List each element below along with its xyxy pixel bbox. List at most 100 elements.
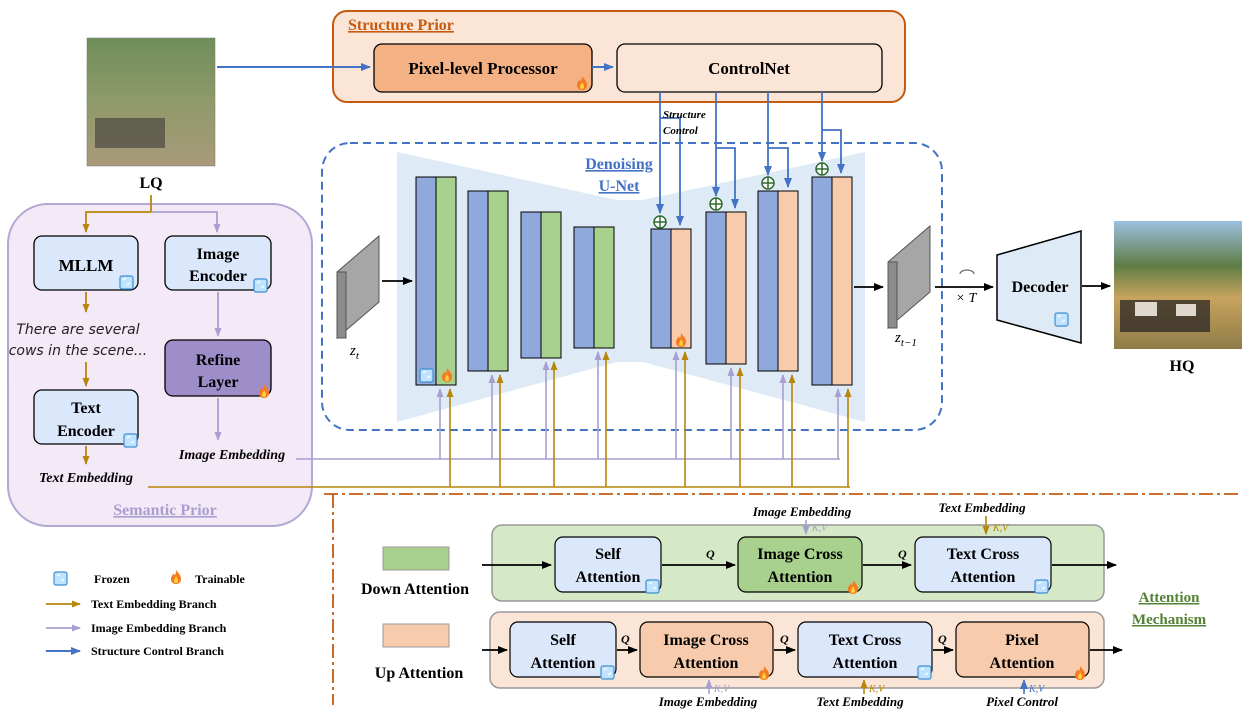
refine-layer-label-2: Layer xyxy=(198,374,239,391)
pixel-control-label: Pixel Control xyxy=(986,694,1058,709)
mllm-frozen-icon xyxy=(119,275,134,290)
down-block-2-blue xyxy=(467,190,489,372)
lq-label: LQ xyxy=(139,175,162,192)
up-image-kv-label: K,V xyxy=(713,684,731,695)
up-image-cross-label-1: Image Cross xyxy=(663,632,748,649)
structure-control-arrows xyxy=(656,92,845,226)
text-encoder-label-2: Encoder xyxy=(57,423,115,440)
text-encoder-label-1: Text xyxy=(71,400,101,417)
down-block-4-green xyxy=(593,226,615,349)
up-pixel-attention-box xyxy=(955,621,1090,678)
down-image-cross-label-2: Attention xyxy=(768,569,833,586)
loop-label: × T xyxy=(956,291,978,306)
up-text-embedding-label: Text Embedding xyxy=(816,694,904,709)
image-encoder-box xyxy=(164,235,272,291)
down-text-cross-attention-box xyxy=(914,536,1052,593)
zt-1-label: zt−1 xyxy=(894,330,917,349)
controlnet-label: ControlNet xyxy=(708,59,790,78)
legend-image-branch-label: Image Embedding Branch xyxy=(91,621,227,635)
up-q-label-2: Q xyxy=(780,632,789,646)
up-block-2-peach xyxy=(725,211,747,365)
up-pixel-kv-label: K,V xyxy=(1028,684,1046,695)
down-self-attention-label-2: Attention xyxy=(576,569,641,586)
legend-frozen-icon xyxy=(53,571,68,586)
text-encoder-frozen-icon xyxy=(123,433,138,448)
image-embedding-label: Image Embedding xyxy=(178,448,285,463)
up-image-embedding-label: Image Embedding xyxy=(658,694,758,709)
up-text-cross-frozen-icon xyxy=(917,665,932,680)
up-text-kv-label: K,V xyxy=(868,684,886,695)
down-block-1-green xyxy=(435,176,457,386)
legend-text-branch-label: Text Embedding Branch xyxy=(91,597,217,611)
mllm-box xyxy=(33,235,139,291)
zt-1-latent xyxy=(887,261,898,329)
image-embedding-bus xyxy=(296,351,842,460)
up-block-4-blue xyxy=(811,176,833,386)
up-block-1-peach xyxy=(670,228,692,349)
add-circle-4 xyxy=(815,162,829,176)
decoder-label: Decoder xyxy=(1012,279,1069,296)
text-encoder-box xyxy=(33,389,139,445)
decoder-frozen-icon xyxy=(1054,312,1069,327)
up-pixel-attention-label-1: Pixel xyxy=(1005,632,1039,649)
up-text-cross-attention-box xyxy=(797,621,933,678)
refine-layer-label-1: Refine xyxy=(196,352,240,369)
structure-control-label-2: Control xyxy=(663,125,699,137)
down-attention-swatch xyxy=(382,546,450,571)
mllm-label: MLLM xyxy=(59,256,114,275)
up-self-attention-box xyxy=(509,621,617,678)
up-text-cross-label-1: Text Cross xyxy=(829,632,901,649)
up-block-2-blue xyxy=(705,211,727,365)
loop-icon xyxy=(959,269,975,275)
down-q-label-2: Q xyxy=(898,547,907,561)
add-circle-1 xyxy=(653,215,667,229)
down-text-embedding-label: Text Embedding xyxy=(938,500,1026,515)
up-block-4-peach xyxy=(831,176,853,386)
structure-prior-title: Structure Prior xyxy=(348,17,454,34)
legend-frozen-label: Frozen xyxy=(94,572,130,586)
legend: Frozen Trainable Text Embedding Branch I… xyxy=(46,570,245,658)
unet-funnel xyxy=(397,152,865,422)
down-self-attention-label-1: Self xyxy=(595,546,621,563)
down-text-cross-label-2: Attention xyxy=(951,569,1016,586)
legend-trainable-label: Trainable xyxy=(195,572,245,586)
up-pixel-attention-label-2: Attention xyxy=(990,655,1055,672)
down-image-kv-label: K,V xyxy=(811,523,829,534)
attention-mechanism-title-2: Mechanism xyxy=(1132,612,1207,628)
up-attention-swatch xyxy=(382,623,450,648)
structure-control-label-1: Structure xyxy=(663,109,706,121)
add-circle-2 xyxy=(709,197,723,211)
down-image-cross-label-1: Image Cross xyxy=(757,546,842,563)
add-operators xyxy=(653,162,829,229)
down-block-3-blue xyxy=(520,211,542,359)
zt-latent xyxy=(336,271,347,339)
down-block-1-blue xyxy=(415,176,437,386)
down-block-4-blue xyxy=(573,226,595,349)
down-self-frozen-icon xyxy=(645,579,660,594)
image-encoder-label-2: Encoder xyxy=(189,268,247,285)
semantic-prior-title: Semantic Prior xyxy=(113,502,217,519)
unet-title-2: U-Net xyxy=(599,178,641,195)
controlnet-box xyxy=(616,43,883,93)
up-self-frozen-icon xyxy=(600,665,615,680)
caption-line-2: cows in the scene... xyxy=(9,343,148,359)
unet-panel xyxy=(321,142,943,431)
down-blocks xyxy=(415,176,615,386)
down-q-label-1: Q xyxy=(706,547,715,561)
up-self-attention-label-2: Attention xyxy=(531,655,596,672)
caption-line-1: There are several xyxy=(16,322,139,338)
down-block-3-green xyxy=(540,211,562,359)
up-block-3-blue xyxy=(757,190,779,372)
down-text-cross-frozen-icon xyxy=(1034,579,1049,594)
image-encoder-frozen-icon xyxy=(253,278,268,293)
down-attention-label: Down Attention xyxy=(361,581,469,598)
unet-title-1: Denoising xyxy=(585,156,653,173)
hq-label: HQ xyxy=(1170,358,1195,375)
legend-trainable-icon xyxy=(171,570,181,584)
attention-mechanism-title-1: Attention xyxy=(1139,590,1200,606)
up-block-3-peach xyxy=(777,190,799,372)
add-circle-3 xyxy=(761,176,775,190)
text-embedding-bus xyxy=(148,351,852,488)
down-block-frozen-icon xyxy=(419,368,434,383)
